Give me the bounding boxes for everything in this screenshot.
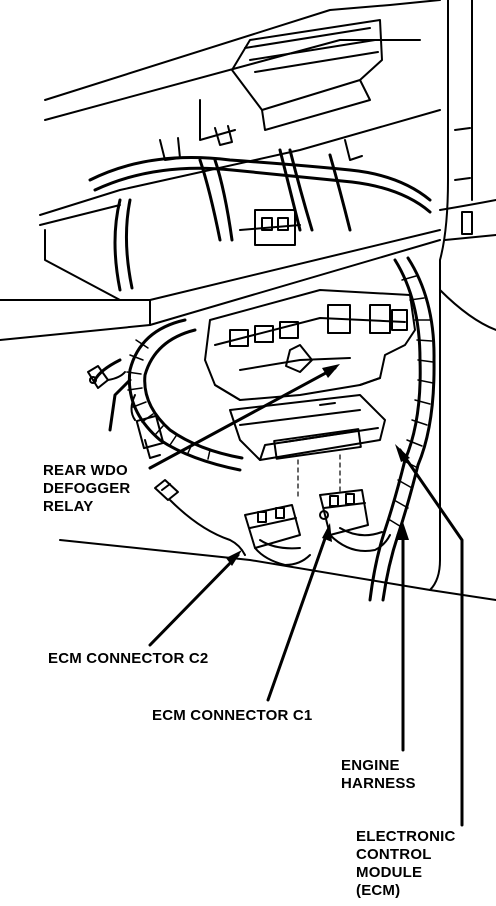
label-ecm: ELECTRONIC CONTROL MODULE (ECM) bbox=[356, 828, 456, 900]
left-dangling-connector bbox=[130, 394, 165, 459]
connector-guide-lines bbox=[297, 454, 341, 501]
label-ecm-connector-c2: ECM CONNECTOR C2 bbox=[48, 650, 209, 667]
arrowheads bbox=[226, 364, 410, 566]
left-harness-loop bbox=[93, 318, 244, 472]
ecm-connector-c2 bbox=[244, 504, 311, 566]
label-ecm-line4: (ECM) bbox=[356, 882, 401, 899]
a-pillar bbox=[59, 0, 496, 601]
label-defogger-relay-line1: REAR WDO bbox=[43, 462, 128, 479]
leader-lines bbox=[148, 366, 464, 827]
label-engine-harness: ENGINE HARNESS bbox=[341, 757, 416, 793]
label-engine-harness-line1: ENGINE bbox=[341, 757, 400, 774]
dashboard-panel bbox=[0, 0, 441, 341]
connector-block-top bbox=[239, 209, 301, 246]
label-ecm-line3: MODULE bbox=[356, 864, 423, 881]
label-ecm-connector-c1: ECM CONNECTOR C1 bbox=[152, 707, 313, 724]
right-harness-loop bbox=[368, 256, 436, 602]
ecm-module bbox=[229, 394, 386, 461]
label-ecm-line2: CONTROL bbox=[356, 846, 432, 863]
label-defogger-relay-line2: DEFOGGER bbox=[43, 480, 131, 497]
label-defogger-relay: REAR WDO DEFOGGER RELAY bbox=[43, 462, 130, 516]
right-harness-wrap bbox=[389, 275, 434, 529]
defogger-relay bbox=[154, 479, 246, 556]
label-defogger-relay-line3: RELAY bbox=[43, 498, 94, 515]
label-engine-harness-line2: HARNESS bbox=[341, 775, 416, 792]
left-plug bbox=[87, 365, 126, 389]
label-ecm-line1: ELECTRONIC bbox=[356, 828, 456, 845]
relay-center bbox=[204, 289, 416, 401]
ecm-connector-c1 bbox=[319, 489, 391, 552]
upper-wiring-harness bbox=[88, 148, 432, 292]
